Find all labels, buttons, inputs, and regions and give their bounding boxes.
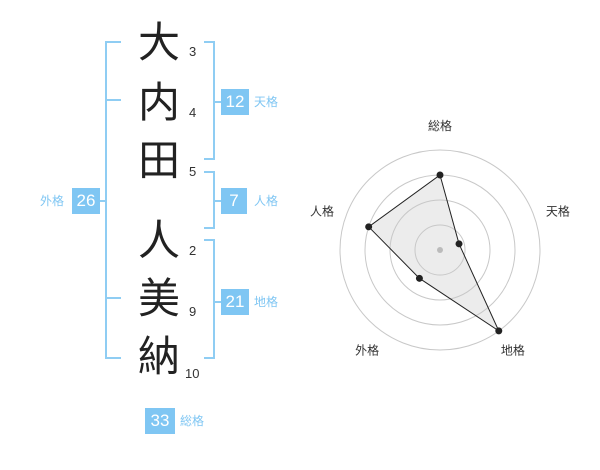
radar-ring-1 — [414, 224, 466, 276]
radar-axis-label-1: 総格 — [428, 118, 452, 133]
jinkaku-label: 人格 — [254, 194, 279, 208]
chikaku-bracket-bottom — [204, 357, 214, 359]
radar-point-1 — [436, 171, 444, 179]
radar-polygon — [367, 174, 500, 333]
soukaku-badge: 33 — [145, 408, 175, 434]
gaikaku-bracket-tick-upper — [105, 99, 121, 101]
radar-axis-label-3: 地格 — [501, 342, 525, 357]
stroke-count-1: 3 — [189, 44, 197, 59]
soukaku-label: 総格 — [180, 414, 205, 428]
gaikaku-bracket-vertical — [105, 41, 107, 359]
gaikaku-bracket-top — [105, 41, 121, 43]
tenkaku-badge: 12 — [221, 89, 249, 115]
name-char-5: 美 — [137, 274, 180, 323]
radar-center-point — [437, 247, 443, 253]
chikaku-bracket — [213, 239, 215, 359]
name-char-1: 大 — [137, 18, 180, 67]
tenkaku-label: 天格 — [254, 95, 279, 109]
radar-point-2 — [455, 240, 463, 248]
name-char-6: 納 — [137, 332, 180, 381]
gaikaku-bracket-tick-lower — [105, 297, 121, 299]
gaikaku-bracket-bottom — [105, 357, 121, 359]
radar-axis-label-2: 天格 — [546, 204, 570, 219]
stroke-count-5: 9 — [189, 304, 197, 319]
gaikaku-bracket-connector — [98, 200, 106, 202]
jinkaku-bracket-bottom — [204, 227, 214, 229]
tenkaku-bracket-connector — [214, 101, 222, 103]
name-char-3: 田 — [137, 136, 180, 185]
name-char-4: 人 — [137, 216, 180, 265]
radar-axis-label-5: 人格 — [310, 204, 334, 219]
chikaku-bracket-top — [204, 239, 214, 241]
radar-axis-label-4: 外格 — [355, 342, 379, 357]
chikaku-bracket-connector — [214, 301, 222, 303]
tenkaku-bracket — [213, 41, 215, 160]
radar-point-4 — [415, 274, 423, 282]
name-char-2: 内 — [137, 78, 180, 127]
stroke-count-3: 5 — [189, 164, 197, 179]
jinkaku-bracket-top — [204, 171, 214, 173]
chikaku-label: 地格 — [254, 295, 279, 309]
jinkaku-badge: 7 — [221, 188, 247, 214]
radar-point-3 — [495, 327, 503, 335]
chikaku-badge: 21 — [221, 289, 249, 315]
jinkaku-bracket-connector — [214, 200, 222, 202]
tenkaku-bracket-top — [204, 41, 214, 43]
radar-point-5 — [365, 223, 373, 231]
stroke-count-2: 4 — [189, 105, 197, 120]
stroke-count-6: 10 — [185, 366, 200, 381]
radar-ring-2 — [389, 199, 491, 301]
gaikaku-badge: 26 — [72, 188, 100, 214]
tenkaku-bracket-bottom — [204, 158, 214, 160]
gaikaku-label: 外格 — [40, 194, 65, 208]
stroke-count-4: 2 — [189, 243, 197, 258]
